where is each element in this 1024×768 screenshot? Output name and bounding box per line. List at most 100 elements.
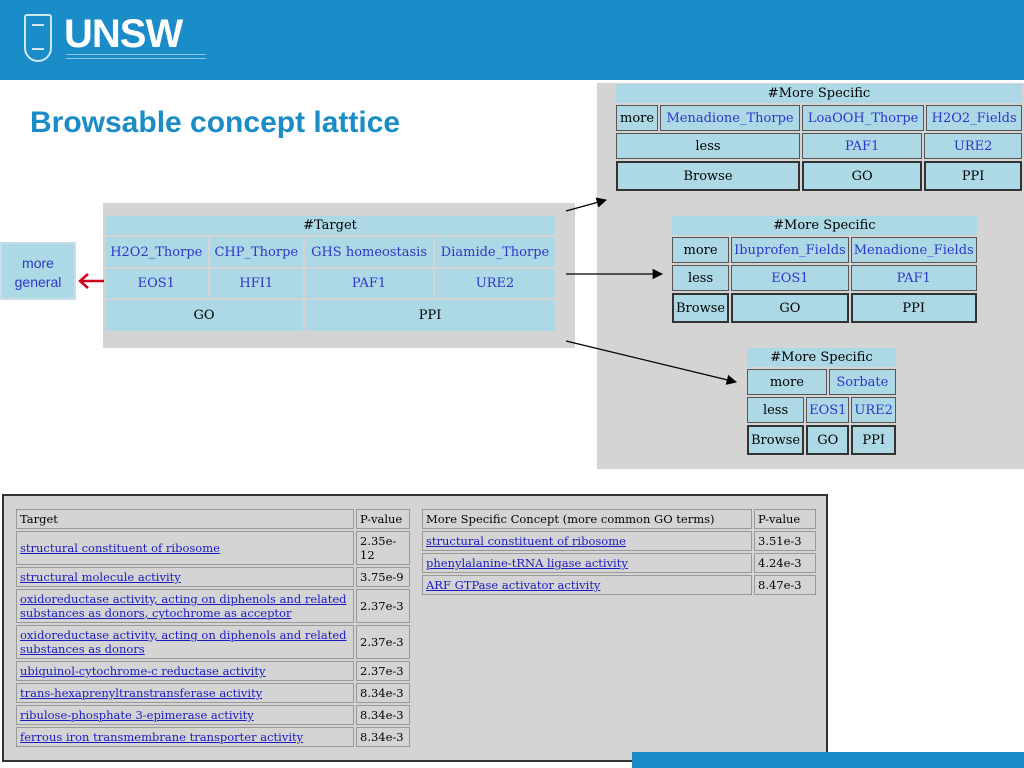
- target-ppi-button[interactable]: PPI: [305, 300, 555, 331]
- target-concept-link[interactable]: GHS homeostasis: [305, 237, 434, 267]
- specific-gene-link[interactable]: PAF1: [801, 133, 923, 159]
- specific-concept-link[interactable]: Menadione_Thorpe: [660, 105, 800, 131]
- specific-concept-link[interactable]: Ibuprofen_Fields: [731, 237, 849, 263]
- specific-gene-link[interactable]: EOS1: [731, 265, 849, 291]
- target-gene-link[interactable]: HFI1: [209, 269, 304, 298]
- go-term-cell: ribulose-phosphate 3-epimerase activity: [16, 705, 354, 725]
- specific-concept-table-2: #More Specific more Ibuprofen_Fields Men…: [670, 214, 979, 325]
- target-go-table: Target P-value structural constituent of…: [14, 507, 412, 749]
- logo-tagline-graphic: [66, 54, 206, 59]
- specific-gene-link[interactable]: URE2: [924, 133, 1022, 159]
- more-general-label: more general: [14, 255, 62, 290]
- more-button[interactable]: more: [747, 369, 827, 395]
- p-value-cell: 3.51e-3: [754, 531, 816, 551]
- go-term-link[interactable]: trans-hexaprenyltranstransferase activit…: [20, 686, 263, 700]
- ppi-button[interactable]: PPI: [924, 161, 1022, 191]
- unsw-crest-icon: [24, 14, 52, 62]
- go-term-link[interactable]: oxidoreductase activity, acting on diphe…: [20, 592, 347, 620]
- browse-button[interactable]: Browse: [616, 161, 800, 191]
- more-button[interactable]: more: [616, 105, 659, 131]
- ppi-button[interactable]: PPI: [850, 293, 977, 323]
- slide-title: Browsable concept lattice: [30, 106, 401, 139]
- go-term-link[interactable]: ubiquinol-cytochrome-c reductase activit…: [20, 664, 266, 678]
- specific-concept-link[interactable]: H2O2_Fields: [926, 105, 1022, 131]
- go-term-cell: trans-hexaprenyltranstransferase activit…: [16, 683, 354, 703]
- specific-gene-link[interactable]: URE2: [851, 397, 896, 423]
- go-term-cell: structural constituent of ribosome: [422, 531, 752, 551]
- target-gene-link[interactable]: EOS1: [105, 269, 208, 298]
- table-row: oxidoreductase activity, acting on diphe…: [16, 589, 410, 623]
- go-term-cell: ferrous iron transmembrane transporter a…: [16, 727, 354, 747]
- go-button[interactable]: GO: [806, 425, 850, 455]
- specific-concept-table-3: #More Specific more Sorbate less EOS1 UR…: [745, 346, 898, 457]
- table-row: structural molecule activity 3.75e-9: [16, 567, 410, 587]
- specific-gene-link[interactable]: PAF1: [850, 265, 977, 291]
- less-button[interactable]: less: [672, 265, 730, 291]
- ppi-button[interactable]: PPI: [851, 425, 896, 455]
- specific-concept-column-header: More Specific Concept (more common GO te…: [422, 509, 752, 529]
- specific-concept-link[interactable]: Menadione_Fields: [850, 237, 977, 263]
- target-go-button[interactable]: GO: [105, 300, 304, 331]
- table-row: ribulose-phosphate 3-epimerase activity 8…: [16, 705, 410, 725]
- table-row: ferrous iron transmembrane transporter a…: [16, 727, 410, 747]
- go-term-link[interactable]: ribulose-phosphate 3-epimerase activity: [20, 708, 254, 722]
- more-button[interactable]: more: [672, 237, 730, 263]
- go-term-cell: structural constituent of ribosome: [16, 531, 354, 565]
- less-button[interactable]: less: [616, 133, 800, 159]
- more-general-button[interactable]: more general: [0, 242, 76, 300]
- target-column-header: Target: [16, 509, 354, 529]
- specific-concept-table-1: #More Specific more Menadione_Thorpe Loa…: [614, 82, 1024, 193]
- table-row: structural constituent of ribosome 2.35e-…: [16, 531, 410, 565]
- specific-go-table: More Specific Concept (more common GO te…: [420, 507, 818, 597]
- p-value-cell: 3.75e-9: [356, 567, 410, 587]
- specific-header: #More Specific: [672, 216, 977, 235]
- browse-button[interactable]: Browse: [672, 293, 730, 323]
- p-value-cell: 2.37e-3: [356, 661, 410, 681]
- p-value-column-header: P-value: [754, 509, 816, 529]
- p-value-cell: 4.24e-3: [754, 553, 816, 573]
- target-concept-table: #Target H2O2_Thorpe CHP_Thorpe GHS homeo…: [103, 214, 557, 333]
- p-value-cell: 2.37e-3: [356, 625, 410, 659]
- target-concept-link[interactable]: Diamide_Thorpe: [435, 237, 555, 267]
- go-term-cell: oxidoreductase activity, acting on diphe…: [16, 625, 354, 659]
- target-gene-link[interactable]: PAF1: [305, 269, 434, 298]
- go-term-link[interactable]: structural molecule activity: [20, 570, 181, 584]
- table-row: phenylalanine-tRNA ligase activity 4.24e-…: [422, 553, 816, 573]
- go-term-link[interactable]: ARF GTPase activator activity: [426, 578, 601, 592]
- specific-concept-link[interactable]: Sorbate: [828, 369, 896, 395]
- less-button[interactable]: less: [747, 397, 805, 423]
- header-bar: UNSW: [0, 0, 1024, 80]
- p-value-cell: 8.47e-3: [754, 575, 816, 595]
- table-row: ARF GTPase activator activity 8.47e-3: [422, 575, 816, 595]
- go-term-cell: ARF GTPase activator activity: [422, 575, 752, 595]
- p-value-cell: 8.34e-3: [356, 705, 410, 725]
- p-value-cell: 8.34e-3: [356, 727, 410, 747]
- go-term-link[interactable]: phenylalanine-tRNA ligase activity: [426, 556, 628, 570]
- target-header: #Target: [105, 216, 555, 235]
- specific-concept-link[interactable]: LoaOOH_Thorpe: [801, 105, 925, 131]
- table-row: structural constituent of ribosome 3.51e-…: [422, 531, 816, 551]
- p-value-cell: 2.37e-3: [356, 589, 410, 623]
- go-term-link[interactable]: oxidoreductase activity, acting on diphe…: [20, 628, 347, 656]
- more-general-arrowhead-icon: [78, 273, 89, 289]
- specific-header: #More Specific: [616, 84, 1022, 103]
- go-term-cell: oxidoreductase activity, acting on diphe…: [16, 589, 354, 623]
- target-gene-link[interactable]: URE2: [435, 269, 555, 298]
- arrow-to-specific-3: [565, 340, 738, 385]
- specific-gene-link[interactable]: EOS1: [806, 397, 850, 423]
- p-value-cell: 2.35e-12: [356, 531, 410, 565]
- specific-header: #More Specific: [747, 348, 896, 367]
- go-button[interactable]: GO: [731, 293, 849, 323]
- browse-button[interactable]: Browse: [747, 425, 805, 455]
- target-concept-link[interactable]: H2O2_Thorpe: [105, 237, 208, 267]
- go-term-link[interactable]: structural constituent of ribosome: [426, 534, 626, 548]
- unsw-logo: UNSW: [64, 12, 183, 56]
- go-term-cell: structural molecule activity: [16, 567, 354, 587]
- table-row: ubiquinol-cytochrome-c reductase activit…: [16, 661, 410, 681]
- p-value-column-header: P-value: [356, 509, 410, 529]
- go-button[interactable]: GO: [801, 161, 923, 191]
- go-term-link[interactable]: ferrous iron transmembrane transporter a…: [20, 730, 304, 744]
- go-term-link[interactable]: structural constituent of ribosome: [20, 541, 220, 555]
- target-concept-link[interactable]: CHP_Thorpe: [209, 237, 304, 267]
